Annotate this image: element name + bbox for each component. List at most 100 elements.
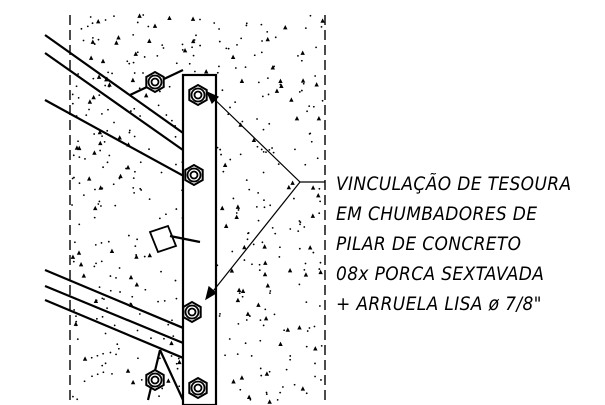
aggregate-dot <box>259 319 262 322</box>
aggregate-dot <box>265 391 268 394</box>
aggregate-dot <box>308 105 311 108</box>
aggregate-dot <box>245 179 248 181</box>
aggregate-mark <box>265 36 270 42</box>
aggregate-dot <box>232 197 235 200</box>
aggregate-dot <box>134 245 137 248</box>
leader-lines <box>205 90 325 301</box>
aggregate-dot <box>133 191 136 194</box>
aggregate-dot <box>318 212 321 215</box>
aggregate-dot <box>73 309 76 311</box>
aggregate-mark <box>169 340 174 346</box>
aggregate-dot <box>171 119 173 122</box>
aggregate-dot <box>77 73 80 75</box>
aggregate-dot <box>219 313 221 315</box>
aggregate-mark <box>93 205 98 211</box>
aggregate-dot <box>263 206 266 209</box>
aggregate-dot <box>139 115 141 117</box>
aggregate-dot <box>234 67 237 69</box>
aggregate-dot <box>99 149 102 152</box>
aggregate-dot <box>78 156 81 159</box>
aggregate-dot <box>256 145 259 148</box>
aggregate-dot <box>93 43 96 45</box>
aggregate-mark <box>98 185 103 190</box>
aggregate-dot <box>104 362 107 365</box>
aggregate-dot <box>78 182 81 185</box>
leader-arrow-icon <box>205 285 218 301</box>
aggregate-dot <box>138 87 141 90</box>
aggregate-dot <box>216 71 219 74</box>
aggregate-dot <box>132 177 135 180</box>
aggregate-dot <box>236 353 239 356</box>
aggregate-dot <box>268 122 271 125</box>
aggregate-mark <box>263 315 269 321</box>
aggregate-mark <box>117 135 122 140</box>
aggregate-dot <box>298 220 301 222</box>
aggregate-mark <box>274 88 280 93</box>
aggregate-mark <box>239 78 245 83</box>
aggregate-dot <box>303 268 306 271</box>
aggregate-dot <box>298 283 301 286</box>
aggregate-mark <box>166 378 171 383</box>
aggregate-mark <box>96 19 101 24</box>
aggregate-dot <box>259 367 262 370</box>
aggregate-dot <box>161 44 164 46</box>
aggregate-dot <box>128 62 131 65</box>
aggregate-dot <box>71 177 74 180</box>
aggregate-mark <box>116 35 121 40</box>
aggregate-dot <box>133 107 136 110</box>
aggregate-mark <box>297 325 302 330</box>
aggregate-dot <box>158 395 160 398</box>
aggregate-dot <box>114 204 117 207</box>
aggregate-dot <box>319 261 322 264</box>
aggregate-dot <box>134 170 136 173</box>
aggregate-dot <box>318 187 321 190</box>
aggregate-dot <box>165 114 168 116</box>
gusset-edge-bottom-2 <box>159 349 184 401</box>
aggregate-dot <box>309 14 312 17</box>
aggregate-dot <box>298 247 301 250</box>
aggregate-mark <box>307 245 313 250</box>
aggregate-dot <box>108 154 111 157</box>
aggregate-dot <box>158 357 161 360</box>
aggregate-dot <box>257 81 260 84</box>
aggregate-dot <box>319 200 322 203</box>
aggregate-mark <box>125 368 131 373</box>
aggregate-dot <box>320 344 323 347</box>
aggregate-mark <box>278 341 283 347</box>
aggregate-dot <box>84 158 86 160</box>
aggregate-dot <box>258 269 261 272</box>
aggregate-dot <box>247 232 249 235</box>
aggregate-dot <box>100 260 103 263</box>
aggregate-dot <box>262 150 265 153</box>
aggregate-mark <box>310 185 316 190</box>
aggregate-dot <box>158 217 161 220</box>
aggregate-dot <box>244 66 247 69</box>
upper-chord-bottom-flange <box>44 99 183 177</box>
aggregate-mark <box>147 252 152 258</box>
hex-nut-icon <box>188 376 208 400</box>
aggregate-dot <box>128 131 131 134</box>
aggregate-dot <box>95 317 98 320</box>
aggregate-mark <box>137 13 142 18</box>
aggregate-dot <box>133 135 136 138</box>
aggregate-mark <box>236 287 242 292</box>
aggregate-dot <box>271 147 273 149</box>
aggregate-dot <box>282 386 284 388</box>
shear-connector-icon <box>148 224 201 254</box>
aggregate-mark <box>92 150 97 155</box>
aggregate-dot <box>113 324 116 327</box>
aggregate-mark <box>320 18 325 23</box>
aggregate-dot <box>188 62 191 65</box>
aggregate-dot <box>109 289 112 292</box>
aggregate-dot <box>298 91 301 93</box>
aggregate-dot <box>191 46 193 49</box>
aggregate-mark <box>264 371 270 376</box>
hex-nuts <box>145 70 208 400</box>
aggregate-dot <box>106 129 109 132</box>
aggregate-dot <box>244 342 247 345</box>
aggregate-dot <box>137 357 139 360</box>
aggregate-mark <box>100 58 106 64</box>
aggregate-mark <box>251 137 257 142</box>
aggregate-dot <box>285 368 288 371</box>
upper-chord-flange-inner <box>44 52 183 152</box>
